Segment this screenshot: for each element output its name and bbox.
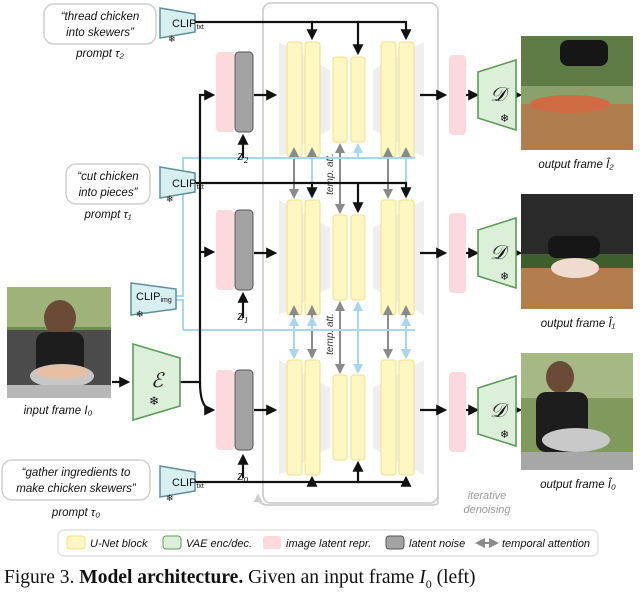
output-frame-image-1 <box>521 194 633 309</box>
frozen-icon: ❄ <box>168 34 176 44</box>
temporal-attention-label-lower: temp. att. <box>325 313 336 355</box>
frozen-icon: ❄ <box>500 429 509 441</box>
legend-temporal-label: temporal attention <box>502 538 590 550</box>
noise-label-z0: z₀ <box>236 468 248 484</box>
clip-text-sub: txt <box>196 184 203 191</box>
clip-img-label: CLIP <box>136 291 160 303</box>
vae-encoder: ℰ ❄ <box>132 342 181 422</box>
clip-text-label: CLIP <box>172 18 196 30</box>
prompt-0-line1: “gather ingredients to <box>22 467 131 479</box>
latent-blocks <box>216 51 466 452</box>
vae-decoder-1: 𝒟 ❄ <box>477 216 517 290</box>
caption-text: Given an input frame <box>248 567 415 588</box>
prompt-2-line2: into skewers” <box>66 27 135 39</box>
unet-row-1 <box>279 199 424 316</box>
flow-lines <box>112 20 523 487</box>
prompt-1-label: prompt τ₁ <box>84 209 132 221</box>
frozen-icon: ❄ <box>500 271 509 283</box>
input-frame-image <box>7 287 111 398</box>
prompt-0-line2: make chicken skewers” <box>16 483 137 495</box>
clip-text-sub: txt <box>196 24 203 31</box>
output-frame-label-1: output frame Î₁ <box>541 317 616 330</box>
frozen-icon: ❄ <box>166 194 174 204</box>
prompt-box-2: “thread chicken into skewers” <box>43 3 157 45</box>
legend-vae-label: VAE enc/dec. <box>186 538 252 550</box>
legend: U-Net block VAE enc/dec. image latent re… <box>57 529 599 557</box>
legend-swatch-latent <box>263 536 281 549</box>
legend-unet-label: U-Net block <box>90 538 148 550</box>
legend-noise-label: latent noise <box>409 538 465 550</box>
prompt-1-line2: into pieces” <box>79 187 139 199</box>
caption-prefix: Figure 3. <box>4 567 75 588</box>
prompt-box-0: “gather ingredients to make chicken skew… <box>1 459 151 501</box>
frozen-icon: ❄ <box>500 113 509 125</box>
output-frame-image-2 <box>521 36 633 150</box>
prompt-2-label: prompt τ₂ <box>75 48 124 60</box>
output-frame-label-0: output frame Î₀ <box>540 478 616 491</box>
legend-swatch-noise <box>385 535 405 550</box>
noise-label-z1: z₁ <box>236 308 248 324</box>
svg-text:CLIPtxt: CLIPtxt <box>172 477 204 490</box>
output-frame-image-0 <box>521 353 633 470</box>
caption-sub: 0 <box>425 576 432 591</box>
clip-conditioning-lines <box>176 143 415 374</box>
clip-image-encoder: CLIPimg ❄ <box>130 282 177 319</box>
prompt-0-label: prompt τ₀ <box>51 507 100 519</box>
prompt-box-1: “cut chicken into pieces” <box>65 163 151 205</box>
clip-text-encoder-1: CLIPtxt ❄ <box>159 166 204 204</box>
caption-title: Model architecture. <box>79 567 244 588</box>
vae-decoder-0: 𝒟 ❄ <box>477 374 517 448</box>
svg-text:CLIPtxt: CLIPtxt <box>172 178 204 191</box>
svg-text:CLIPtxt: CLIPtxt <box>172 18 204 31</box>
temporal-attention-label-upper: temp. att. <box>325 153 336 195</box>
clip-text-sub: txt <box>196 483 203 490</box>
output-frame-label-2: output frame Î₂ <box>538 158 614 171</box>
unet-row-0 <box>279 359 424 476</box>
vae-decoder-2: 𝒟 ❄ <box>477 58 517 132</box>
vae-decoder-symbol: 𝒟 <box>490 400 510 422</box>
vae-decoder-symbol: 𝒟 <box>490 84 510 106</box>
caption-var: I <box>419 567 426 588</box>
prompt-2-line1: “thread chicken <box>61 11 140 23</box>
clip-text-label: CLIP <box>172 178 196 190</box>
iterative-denoising-line1: iterative <box>468 490 507 502</box>
caption-text-end: (left) <box>436 567 476 588</box>
clip-text-encoder-0: CLIPtxt ❄ <box>159 465 204 503</box>
vae-decoder-symbol: 𝒟 <box>490 242 510 264</box>
noise-label-z2: z₂ <box>236 148 248 164</box>
clip-text-encoder-2: CLIPtxt ❄ <box>159 7 204 44</box>
input-frame-label: input frame I₀ <box>24 405 93 417</box>
svg-text:CLIPimg: CLIPimg <box>136 291 172 304</box>
iterative-denoising-line2: denoising <box>463 504 511 516</box>
unet-row-2 <box>279 41 424 158</box>
legend-swatch-vae <box>162 535 182 550</box>
vae-encoder-symbol: ℰ <box>151 370 165 392</box>
legend-swatch-unet <box>66 535 86 550</box>
legend-latent-label: image latent repr. <box>286 538 371 550</box>
frozen-icon: ❄ <box>166 493 174 503</box>
prompt-1-line1: “cut chicken <box>77 171 138 183</box>
figure-caption: Figure 3. Model architecture. Given an i… <box>4 563 640 593</box>
frozen-icon: ❄ <box>136 309 144 319</box>
clip-img-sub: img <box>160 297 171 304</box>
frozen-icon: ❄ <box>149 394 159 408</box>
clip-text-label: CLIP <box>172 477 196 489</box>
